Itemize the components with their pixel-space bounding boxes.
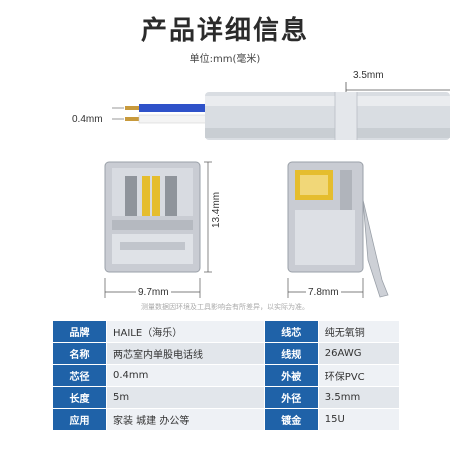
- table-row: 应用 家装 城建 办公等 镀金 15U: [52, 408, 401, 431]
- spec-value: HAILE（海乐）: [106, 320, 265, 343]
- plug-front-view: [104, 161, 212, 298]
- plug-height-label: 13.4mm: [211, 191, 222, 228]
- spec-value: 纯无氧铜: [317, 320, 401, 343]
- spec-key: 线芯: [263, 320, 319, 343]
- plug-depth-label: 7.8mm: [306, 287, 341, 298]
- spec-value: 0.4mm: [106, 364, 265, 387]
- table-row: 长度 5m 外径 3.5mm: [52, 386, 401, 409]
- table-row: 名称 两芯室内单股电话线 线规 26AWG: [52, 342, 401, 365]
- spec-value: 环保PVC: [317, 364, 401, 387]
- spec-key: 线规: [263, 342, 319, 365]
- cable-illustration: [112, 82, 450, 140]
- measurement-note: 测量数据因环境及工具影响会有所差异，以实际为准。: [141, 303, 309, 311]
- spec-value: 26AWG: [317, 342, 401, 365]
- unit-label: 单位:mm(毫米): [189, 54, 261, 65]
- table-row: 芯径 0.4mm 外被 环保PVC: [52, 364, 401, 387]
- spec-key: 芯径: [52, 364, 107, 387]
- page-title: 产品详细信息: [140, 16, 309, 46]
- spec-key: 品牌: [52, 320, 107, 343]
- spec-value: 5m: [106, 386, 265, 409]
- spec-value: 家装 城建 办公等: [106, 408, 265, 431]
- table-row: 品牌 HAILE（海乐） 线芯 纯无氧铜: [52, 320, 401, 343]
- spec-value: 两芯室内单股电话线: [106, 342, 265, 365]
- plug-illustration: [104, 161, 389, 298]
- cable-diameter-label: 3.5mm: [353, 70, 384, 81]
- spec-value: 3.5mm: [317, 386, 401, 409]
- spec-key: 名称: [52, 342, 107, 365]
- core-diameter-label: 0.4mm: [72, 114, 103, 125]
- spec-value: 15U: [317, 408, 401, 431]
- spec-key: 外径: [263, 386, 319, 409]
- spec-key: 镀金: [263, 408, 319, 431]
- spec-key: 长度: [52, 386, 107, 409]
- plug-side-view: [287, 161, 389, 298]
- plug-width-label: 9.7mm: [136, 287, 171, 298]
- spec-table: 品牌 HAILE（海乐） 线芯 纯无氧铜 名称 两芯室内单股电话线 线规 26A…: [52, 320, 401, 431]
- spec-key: 外被: [263, 364, 319, 387]
- spec-key: 应用: [52, 408, 107, 431]
